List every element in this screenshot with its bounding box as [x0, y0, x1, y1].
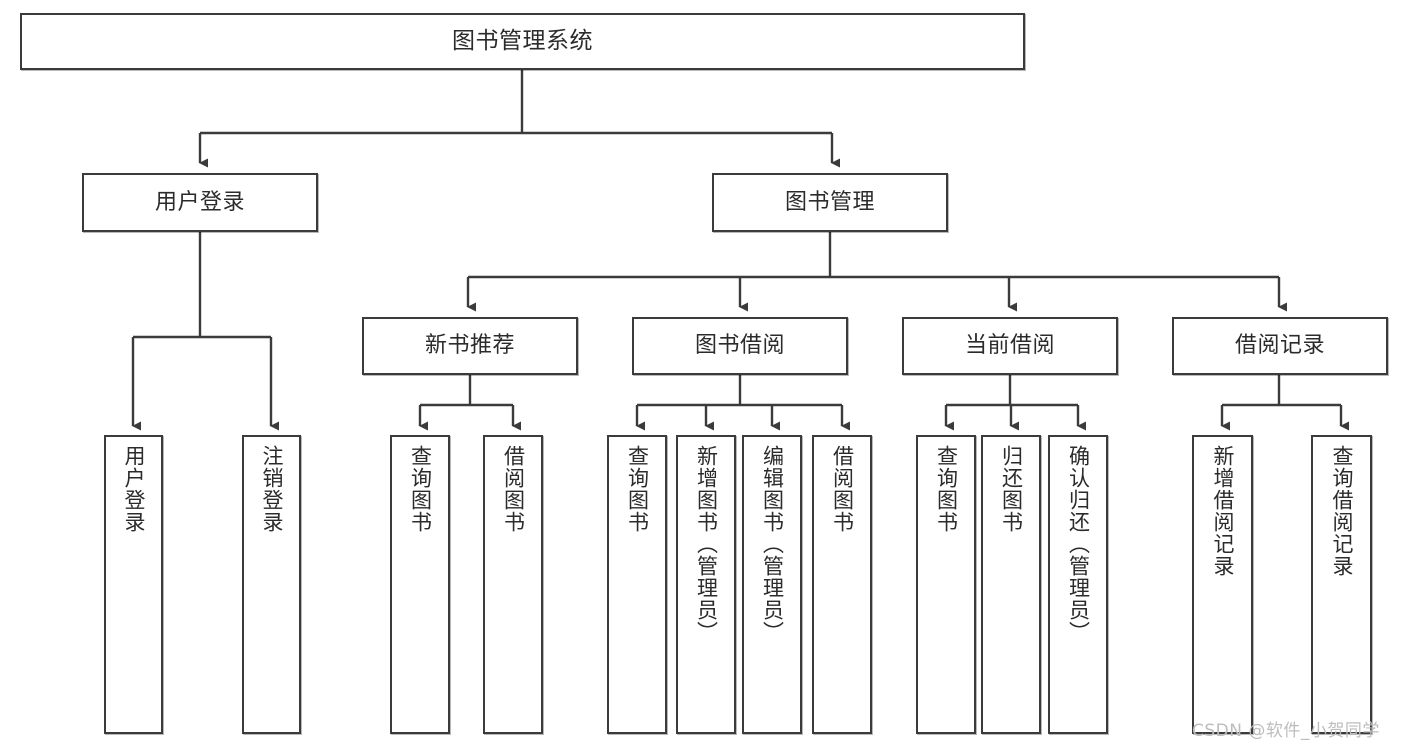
node-current-borrowing[interactable]: 当前借阅	[902, 317, 1118, 375]
node-new-book-recommendation[interactable]: 新书推荐	[362, 317, 578, 375]
node-current-borrowing-label: 当前借阅	[964, 333, 1055, 359]
leaf-user-login-logout-label: 注销登录	[259, 445, 284, 533]
leaf-borrow-record-add-record[interactable]: 新增借阅记录	[1192, 435, 1253, 734]
leaf-current-borrow-confirm-return-admin-label: 确认归还（管理员）	[1066, 445, 1091, 643]
leaf-current-borrow-return-books-label: 归还图书	[999, 445, 1024, 533]
node-root-book-management-system[interactable]: 图书管理系统	[20, 13, 1025, 70]
leaf-current-borrow-confirm-return-admin[interactable]: 确认归还（管理员）	[1048, 435, 1108, 734]
csdn-watermark: CSDN @软件_小贺同学	[1192, 721, 1380, 741]
node-book-borrowing[interactable]: 图书借阅	[632, 317, 848, 375]
node-book-borrowing-label: 图书借阅	[694, 333, 785, 359]
leaf-book-borrow-add-book-admin[interactable]: 新增图书（管理员）	[676, 435, 736, 734]
leaf-book-borrow-edit-book-admin-label: 编辑图书（管理员）	[760, 445, 785, 643]
node-borrowing-record-label: 借阅记录	[1234, 333, 1325, 359]
leaf-new-book-borrow-books[interactable]: 借阅图书	[483, 435, 543, 734]
leaf-new-book-query-books-label: 查询图书	[408, 445, 433, 533]
node-new-book-recommendation-label: 新书推荐	[424, 333, 515, 359]
leaf-borrow-record-add-record-label: 新增借阅记录	[1210, 445, 1235, 577]
leaf-book-borrow-edit-book-admin[interactable]: 编辑图书（管理员）	[742, 435, 802, 734]
node-book-management-label: 图书管理	[784, 189, 875, 215]
leaf-book-borrow-borrow-books-label: 借阅图书	[830, 445, 855, 533]
leaf-new-book-borrow-books-label: 借阅图书	[501, 445, 526, 533]
node-root-label: 图书管理系统	[452, 27, 593, 54]
leaf-user-login-logout[interactable]: 注销登录	[242, 435, 301, 734]
leaf-current-borrow-return-books[interactable]: 归还图书	[981, 435, 1041, 734]
leaf-current-borrow-query-books-label: 查询图书	[934, 445, 959, 533]
leaf-book-borrow-add-book-admin-label: 新增图书（管理员）	[694, 445, 719, 643]
leaf-user-login-login-label: 用户登录	[121, 445, 146, 533]
node-book-management[interactable]: 图书管理	[712, 173, 948, 232]
node-user-login[interactable]: 用户登录	[82, 173, 318, 232]
node-borrowing-record[interactable]: 借阅记录	[1172, 317, 1388, 375]
node-user-login-label: 用户登录	[154, 189, 245, 215]
leaf-borrow-record-query-record[interactable]: 查询借阅记录	[1311, 435, 1372, 734]
leaf-new-book-query-books[interactable]: 查询图书	[390, 435, 450, 734]
leaf-book-borrow-query-books-label: 查询图书	[625, 445, 650, 533]
leaf-book-borrow-query-books[interactable]: 查询图书	[607, 435, 667, 734]
leaf-user-login-login[interactable]: 用户登录	[104, 435, 163, 734]
leaf-borrow-record-query-record-label: 查询借阅记录	[1329, 445, 1354, 577]
leaf-current-borrow-query-books[interactable]: 查询图书	[916, 435, 976, 734]
leaf-book-borrow-borrow-books[interactable]: 借阅图书	[812, 435, 872, 734]
